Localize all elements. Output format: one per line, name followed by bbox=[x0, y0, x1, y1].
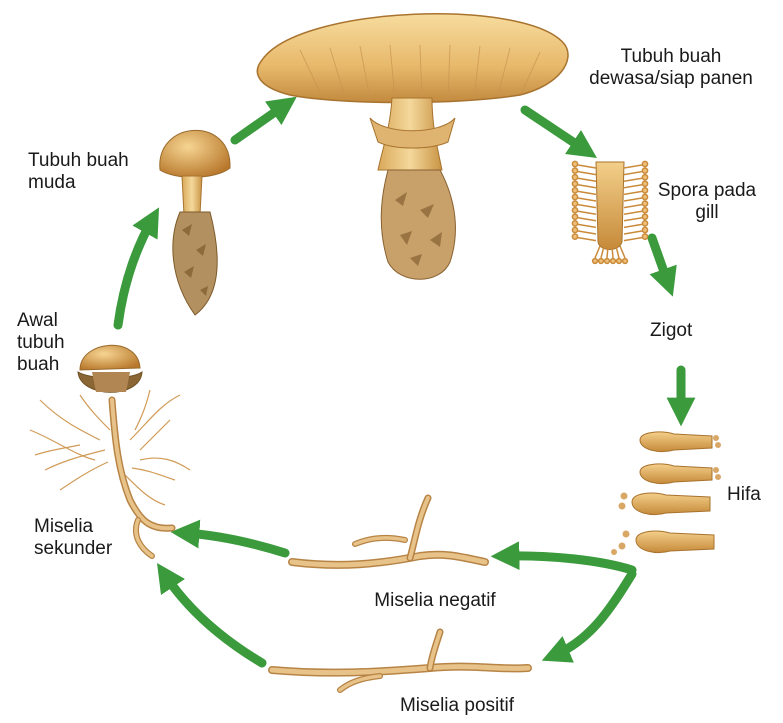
spore bbox=[572, 194, 577, 199]
spore-stalk bbox=[578, 218, 596, 221]
arrow-spores-to-zygote bbox=[652, 238, 668, 283]
spore bbox=[572, 168, 577, 173]
spore bbox=[642, 181, 647, 186]
basidium bbox=[640, 432, 721, 452]
arrow-young-to-mature bbox=[235, 105, 285, 140]
negative-mycelium-icon bbox=[292, 498, 485, 565]
spore bbox=[642, 194, 647, 199]
arrow-mature-to-spores bbox=[525, 110, 585, 150]
spore bbox=[611, 259, 616, 264]
spore-stalk bbox=[624, 172, 642, 175]
spore-stalk bbox=[624, 191, 642, 194]
spore-stalk bbox=[595, 246, 600, 258]
spore-stalk bbox=[624, 178, 642, 181]
basidium bbox=[640, 464, 721, 484]
spore bbox=[642, 227, 647, 232]
spore bbox=[572, 161, 577, 166]
spore bbox=[572, 214, 577, 219]
arrow-primordium-to-young bbox=[118, 220, 152, 325]
spore bbox=[599, 259, 604, 264]
spore bbox=[642, 221, 647, 226]
spore-stalk bbox=[624, 211, 642, 214]
label-negative-mycelium: Miselia negatif bbox=[340, 590, 530, 612]
arrow-hyphae-to-positive bbox=[555, 574, 632, 655]
spore-stalk bbox=[578, 172, 596, 175]
spore bbox=[572, 208, 577, 213]
label-hyphae: Hifa bbox=[727, 484, 761, 506]
arrow-negative-to-secondary bbox=[185, 533, 285, 553]
label-spores-on-gill: Spora pada gill bbox=[652, 180, 762, 224]
spore bbox=[605, 259, 610, 264]
spore bbox=[572, 227, 577, 232]
spore bbox=[572, 181, 577, 186]
spore-stalk bbox=[624, 198, 642, 201]
label-secondary-mycelium: Miselia sekunder bbox=[34, 516, 112, 560]
arrow-hyphae-to-negative bbox=[505, 556, 632, 570]
young-mushroom-icon bbox=[160, 130, 230, 315]
spore-stalk bbox=[624, 185, 642, 188]
spore-stalk bbox=[578, 198, 596, 201]
spore bbox=[572, 201, 577, 206]
spore-stalk bbox=[578, 231, 596, 234]
spore bbox=[572, 221, 577, 226]
spore-stalk bbox=[578, 205, 596, 208]
spore bbox=[623, 259, 628, 264]
spore-stalk bbox=[578, 185, 596, 188]
label-young-fruiting-body: Tubuh buah muda bbox=[28, 150, 129, 194]
spore bbox=[642, 161, 647, 166]
arrow-positive-to-secondary bbox=[165, 575, 262, 663]
gill-with-spores-icon bbox=[572, 161, 647, 263]
spore bbox=[572, 188, 577, 193]
spore-stalk bbox=[624, 238, 642, 241]
basidium bbox=[611, 531, 714, 556]
label-primordium: Awal tubuh buah bbox=[17, 310, 65, 376]
spore-stalk bbox=[578, 211, 596, 214]
pinhead-mushroom-icon bbox=[78, 345, 142, 392]
spore bbox=[642, 201, 647, 206]
positive-mycelium-icon bbox=[272, 632, 528, 690]
label-mature-fruiting-body: Tubuh buah dewasa/siap panen bbox=[566, 46, 776, 90]
label-zygote: Zigot bbox=[650, 320, 692, 342]
spore-stalk bbox=[607, 246, 608, 258]
spore-stalk bbox=[578, 238, 596, 241]
spore-stalk bbox=[578, 191, 596, 194]
spore bbox=[642, 188, 647, 193]
spore-stalk bbox=[624, 205, 642, 208]
spore-stalk bbox=[578, 224, 596, 227]
spore-stalk bbox=[612, 246, 613, 258]
secondary-mycelium-strand bbox=[112, 400, 172, 556]
spore bbox=[642, 175, 647, 180]
spore-stalk bbox=[620, 246, 625, 258]
mature-mushroom-icon bbox=[257, 14, 568, 279]
spore bbox=[593, 259, 598, 264]
spore-stalk bbox=[578, 178, 596, 181]
spore bbox=[617, 259, 622, 264]
spore-stalk bbox=[624, 231, 642, 234]
spore-stalk bbox=[624, 165, 642, 168]
spore-stalk bbox=[624, 218, 642, 221]
spore bbox=[642, 208, 647, 213]
spore bbox=[572, 175, 577, 180]
label-positive-mycelium: Miselia positif bbox=[362, 695, 552, 717]
spore bbox=[642, 168, 647, 173]
basidium bbox=[619, 493, 711, 515]
spore bbox=[642, 234, 647, 239]
basidia-icon bbox=[611, 432, 721, 555]
spore-stalk bbox=[624, 224, 642, 227]
spore bbox=[572, 234, 577, 239]
spore-stalk bbox=[578, 165, 596, 168]
spore bbox=[642, 214, 647, 219]
